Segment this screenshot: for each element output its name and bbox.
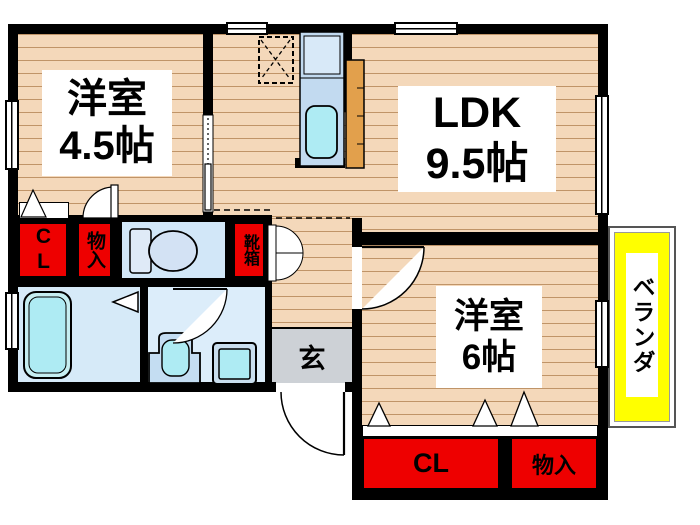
storage-monoire-1: 物入 [77,222,112,278]
wall [140,287,148,383]
wall [598,24,608,500]
wall [18,215,272,222]
wall [343,34,352,112]
wall [8,24,608,34]
genkan-label: 玄 [298,343,326,374]
bathroom-floor [18,287,140,382]
entrance-door-icon [280,391,346,456]
wall [352,490,608,500]
room-size: 6帖 [461,338,517,377]
window [595,300,609,368]
wall [68,222,77,278]
closet-cl-2: CL [362,437,500,490]
window [5,100,19,170]
wall [295,158,345,168]
closet-front [19,202,69,219]
room-name: 洋室 [67,76,147,121]
wall [352,382,362,500]
room-label-western-2: 洋室 6帖 [436,286,542,388]
storage-monoire-2: 物入 [510,437,598,490]
window [5,292,19,350]
wall [500,437,510,490]
room-name: LDK [432,89,522,138]
room-label-western-1: 洋室 4.5帖 [42,70,172,176]
sliding-door-icon [202,114,214,213]
hallway-floor [272,218,352,327]
wall [265,287,272,385]
wall [352,309,362,385]
room-name: 洋室 [453,296,524,336]
window [595,95,609,215]
veranda-label: ベランダ [626,253,658,397]
closet-cl-1: CL [18,222,68,278]
wall [352,232,598,245]
washroom-floor [148,287,265,383]
wall [18,278,272,287]
room-label-ldk: LDK 9.5帖 [398,86,556,192]
wall [203,34,213,118]
wall [8,24,18,392]
window [394,22,458,35]
room-size: 4.5帖 [59,124,155,168]
room-size: 9.5帖 [425,140,529,188]
shoe-cabinet: 靴箱 [233,222,265,278]
toilet-room-floor [122,222,225,278]
genkan-area: 玄 [272,327,352,383]
closet-front [362,425,598,437]
wall [112,222,122,287]
wall [225,222,233,287]
window [226,22,268,35]
wall [8,382,276,392]
